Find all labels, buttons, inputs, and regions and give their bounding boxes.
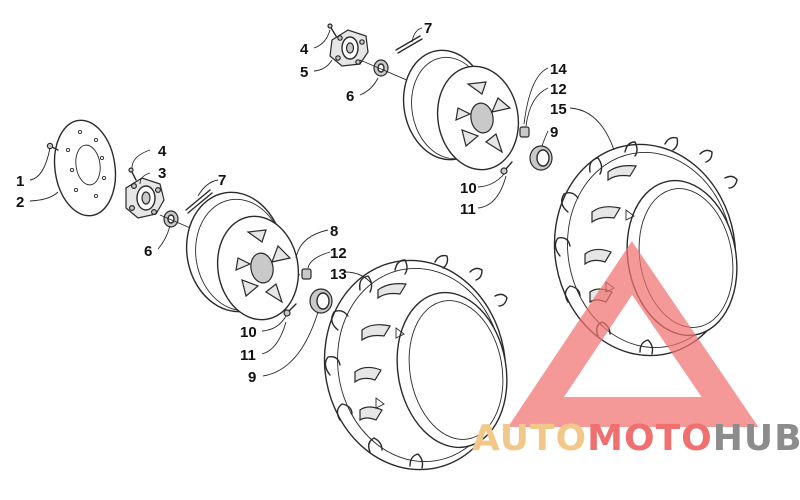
callout-front-12: 12: [330, 245, 347, 262]
rear-hub-nut: [373, 59, 389, 77]
callout-rear-10: 10: [460, 180, 477, 197]
callout-front-1: 1: [16, 173, 24, 190]
rear-valve-stem: [500, 161, 513, 175]
callout-front-10: 10: [240, 324, 257, 341]
rear-hub: [329, 29, 369, 67]
callout-front-9: 9: [248, 369, 256, 386]
front-hub-nut: [163, 210, 179, 228]
front-valve-stem: [283, 303, 297, 317]
callout-rear-11: 11: [460, 201, 476, 218]
callout-front-11: 11: [240, 347, 256, 364]
watermark-auto: AUTO: [472, 418, 587, 459]
callout-rear-9: 9: [550, 124, 558, 141]
rear-lug-nut: [519, 126, 530, 138]
callout-rear-5: 5: [300, 64, 308, 81]
callout-rear-12: 12: [550, 81, 567, 98]
callout-rear-7: 7: [424, 20, 432, 37]
watermark-text: AUTOMOTOHUB: [472, 418, 800, 459]
callout-front-3: 3: [158, 165, 166, 182]
rear-rim: [402, 49, 520, 171]
callout-rear-14: 14: [550, 61, 567, 78]
hub-stud: [128, 167, 137, 181]
leader-lines: [29, 27, 615, 377]
callout-front-6: 6: [144, 243, 152, 260]
rear-hub-cap: [529, 145, 553, 171]
brake-disc: [53, 119, 117, 217]
front-hub: [125, 177, 165, 219]
callout-front-2: 2: [16, 194, 24, 211]
front-tire: [323, 254, 508, 471]
watermark-moto: MOTO: [587, 418, 713, 459]
front-hub-cap: [309, 288, 333, 314]
front-rim: [185, 191, 300, 321]
callout-front-8: 8: [330, 223, 338, 240]
cotter-pin: [185, 189, 213, 214]
rear-cotter-pin: [395, 35, 423, 54]
callout-rear-6: 6: [346, 88, 354, 105]
front-lug-nut: [301, 268, 312, 280]
callout-rear-4: 4: [300, 41, 309, 58]
watermark-hub: HUB: [713, 418, 800, 459]
callout-front-7: 7: [218, 172, 226, 189]
callout-front-4: 4: [158, 143, 167, 160]
callout-rear-15: 15: [550, 101, 567, 118]
rear-hub-stud: [327, 23, 337, 37]
watermark: AUTOMOTOHUB: [472, 241, 800, 459]
callout-front-13: 13: [330, 266, 347, 283]
callouts: 1 2 4 3 6 7 8 12 13 10 11 9 4 5 6 7 14 1…: [16, 20, 567, 386]
disc-bolt: [46, 142, 59, 151]
watermark-triangle-icon: [507, 241, 759, 427]
